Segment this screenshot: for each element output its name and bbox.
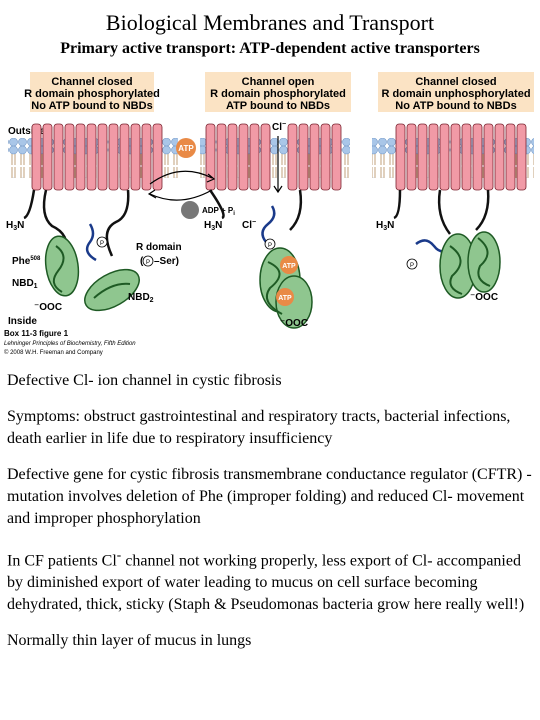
panel-3-line3: No ATP bound to NBDs <box>395 100 516 112</box>
panel-3-cytoplasm: H3N P ⁻OOC <box>376 189 501 303</box>
p-label-3: P <box>410 263 414 269</box>
paragraph-defective-channel: Defective Cl- ion channel in cystic fibr… <box>7 372 282 389</box>
phe-label: Phe508 <box>12 256 41 267</box>
atp-label-cycle: ATP <box>178 144 194 153</box>
caption-book: Lehninger Principles of Biochemistry, Fi… <box>4 341 136 347</box>
paragraph-symptoms: Symptoms: obstruct gastrointestinal and … <box>7 408 511 447</box>
panel-1-helices <box>31 123 163 191</box>
caption-copyright: © 2008 W.H. Freeman and Company <box>4 349 103 356</box>
nbd2-panel-1 <box>84 268 140 312</box>
page-subtitle: Primary active transport: ATP-dependent … <box>60 40 480 57</box>
panel-2-helices <box>205 123 342 191</box>
panel-2-line1: Channel open <box>242 76 315 88</box>
h3n-label-3: H3N <box>376 220 394 232</box>
cl-label-top: Cl− <box>272 121 286 133</box>
cftr-figure: Channel closed R domain phosphorylated N… <box>0 66 540 364</box>
panel-1-line3: No ATP bound to NBDs <box>31 100 152 112</box>
panel-2-line3: ATP bound to NBDs <box>226 100 330 112</box>
ser-label: –Ser) <box>154 256 179 267</box>
p4-superscript: - <box>116 547 122 562</box>
p-label-1: P <box>100 241 104 247</box>
panel-2-cytoplasm: Cl− H3N Cl− P ATP ATP ⁻OOC <box>204 121 313 329</box>
cl-label-bottom: Cl− <box>242 219 256 231</box>
outside-label: Outside <box>8 126 46 137</box>
p4-part-b: channel not working properly, less expor… <box>7 552 525 614</box>
panel-1-cytoplasm: H3N P R domain P ( –Ser) Phe508 NBD1 ⁻OO… <box>6 189 182 313</box>
ooc-label-3: ⁻OOC <box>470 292 498 303</box>
panel-2-line2: R domain phosphorylated <box>210 88 346 100</box>
atp-cycle: ATP ADP + Pi <box>147 138 235 219</box>
nbd2-label: NBD2 <box>128 292 154 304</box>
panel-3-helices <box>395 123 527 191</box>
body-text: Defective Cl- ion channel in cystic fibr… <box>7 370 535 666</box>
p-label-2: P <box>268 243 272 249</box>
ooc-label-2: ⁻OOC <box>280 318 308 329</box>
panel-2-label: Channel open R domain phosphorylated ATP… <box>205 72 351 112</box>
ooc-label-1: ⁻OOC <box>34 302 62 313</box>
panel-3-line1: Channel closed <box>415 76 496 88</box>
panel-1-line2: R domain phosphorylated <box>24 88 160 100</box>
panel-3-label: Channel closed R domain unphosphorylated… <box>378 72 534 112</box>
h3n-label-2: H3N <box>204 220 222 232</box>
atp-label-2b: ATP <box>278 295 292 302</box>
page-title: Biological Membranes and Transport <box>105 10 435 35</box>
h3n-label-1: H3N <box>6 220 24 232</box>
panel-1-label: Channel closed R domain phosphorylated N… <box>24 72 160 112</box>
paragraph-cf-patients: In CF patients Cl- channel not working p… <box>7 544 535 616</box>
inside-label: Inside <box>8 316 37 327</box>
paragraph-defective-gene: Defective gene for cystic fibrosis trans… <box>7 466 532 527</box>
panel-1-line1: Channel closed <box>51 76 132 88</box>
r-domain-open-paren: ( <box>140 256 144 267</box>
caption-figure: Box 11-3 figure 1 <box>4 329 69 338</box>
r-domain-label: R domain <box>136 242 182 253</box>
p-label-ser: P <box>146 260 150 266</box>
nbd1-label: NBD1 <box>12 278 38 290</box>
panel-3-line2: R domain unphosphorylated <box>381 88 530 100</box>
atp-label-2a: ATP <box>282 263 296 270</box>
adp-label: ADP + Pi <box>202 206 235 217</box>
p4-part-a: In CF patients Cl <box>7 552 117 570</box>
paragraph-normal-mucus: Normally thin layer of mucus in lungs <box>7 632 252 650</box>
